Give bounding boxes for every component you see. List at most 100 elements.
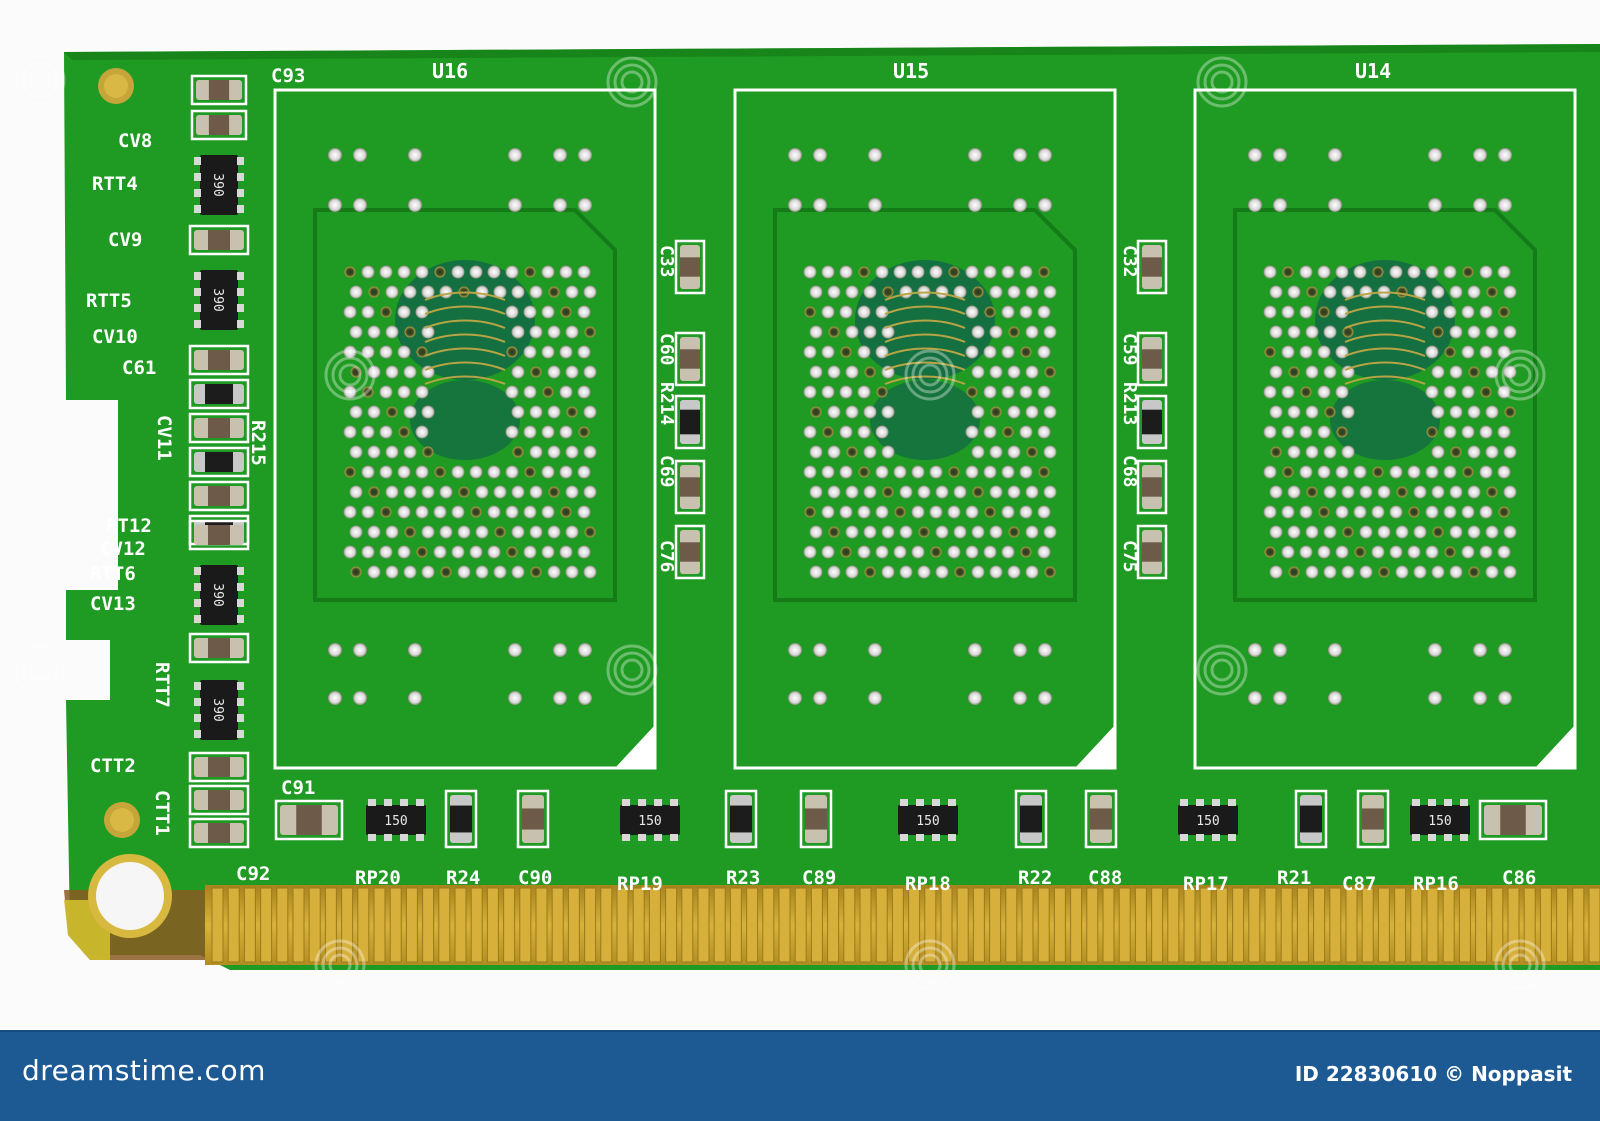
gold-finger — [341, 887, 354, 963]
solder-pad — [917, 565, 931, 579]
pad — [194, 189, 201, 197]
chip-footprint — [1193, 88, 1577, 770]
gold-finger — [422, 887, 435, 963]
via — [1324, 406, 1336, 418]
solder-pad — [1043, 485, 1057, 499]
solder-pad — [1395, 525, 1409, 539]
solder-pad — [1485, 525, 1499, 539]
via — [804, 506, 816, 518]
via — [434, 266, 446, 278]
label-c76: C76 — [656, 540, 677, 573]
solder-pad — [511, 565, 525, 579]
solder-pad — [893, 465, 907, 479]
footer-logo[interactable]: dreamstime.com — [22, 1054, 266, 1087]
solder-pad — [1013, 148, 1027, 162]
solder-pad — [1305, 405, 1319, 419]
solder-pad — [875, 505, 889, 519]
gold-finger — [1539, 887, 1552, 963]
solder-pad — [505, 265, 519, 279]
via — [494, 526, 506, 538]
solder-pad — [487, 465, 501, 479]
solder-pad — [493, 565, 507, 579]
pad — [416, 799, 424, 806]
solder-pad — [989, 485, 1003, 499]
smd-capacitor — [516, 789, 550, 849]
solder-pad — [953, 285, 967, 299]
solder-pad — [1273, 198, 1287, 212]
watermark-swirl — [606, 56, 658, 108]
pad — [194, 599, 201, 607]
watermark-swirl — [904, 939, 956, 991]
gold-finger — [1151, 887, 1164, 963]
solder-pad — [1043, 445, 1057, 459]
smd-resistor — [674, 394, 706, 450]
solder-pad — [1287, 285, 1301, 299]
resistor-pack-marking: 150 — [916, 814, 939, 829]
gold-finger — [1296, 887, 1309, 963]
component-outline — [188, 784, 250, 816]
solder-pad — [1485, 405, 1499, 419]
solder-pad — [1428, 148, 1442, 162]
solder-pad — [1353, 465, 1367, 479]
solder-pad — [983, 465, 997, 479]
trace — [424, 305, 506, 315]
pad — [237, 288, 244, 296]
solder-pad — [553, 643, 567, 657]
component-outline — [516, 789, 550, 849]
solder-pad — [505, 505, 519, 519]
via — [810, 406, 822, 418]
solder-pad — [1323, 445, 1337, 459]
solder-pad — [1503, 325, 1517, 339]
via — [984, 506, 996, 518]
via — [350, 366, 362, 378]
pad — [948, 834, 956, 841]
bga-core — [870, 380, 980, 460]
smd-capacitor — [1136, 331, 1168, 387]
solder-pad — [385, 365, 399, 379]
solder-pad — [809, 365, 823, 379]
via — [846, 446, 858, 458]
solder-pad — [1485, 565, 1499, 579]
solder-pad — [935, 485, 949, 499]
solder-pad — [1248, 198, 1262, 212]
solder-pad — [433, 545, 447, 559]
solder-pad — [1299, 305, 1313, 319]
solder-pad — [403, 405, 417, 419]
solder-pad — [839, 305, 853, 319]
gold-finger — [1394, 887, 1407, 963]
solder-pad — [821, 305, 835, 319]
solder-pad — [1269, 365, 1283, 379]
solder-pad — [565, 285, 579, 299]
solder-pad — [1359, 285, 1373, 299]
resistor-pack: 150 — [1410, 799, 1470, 841]
watermark-swirl — [14, 644, 66, 696]
via — [1432, 326, 1444, 338]
solder-pad — [415, 465, 429, 479]
pad — [368, 834, 376, 841]
label-r24: R24 — [446, 867, 480, 889]
component-outline — [1356, 789, 1390, 849]
solder-pad — [875, 425, 889, 439]
solder-pad — [583, 445, 597, 459]
solder-pad — [397, 545, 411, 559]
watermark-swirl — [1196, 56, 1248, 108]
gold-finger — [697, 887, 710, 963]
solder-pad — [839, 425, 853, 439]
solder-pad — [451, 545, 465, 559]
solder-pad — [547, 325, 561, 339]
via — [1462, 266, 1474, 278]
via — [804, 306, 816, 318]
gold-finger — [405, 887, 418, 963]
smd-capacitor — [1136, 524, 1168, 580]
solder-pad — [379, 545, 393, 559]
solder-pad — [1359, 565, 1373, 579]
solder-pad — [1407, 545, 1421, 559]
label-c88: C88 — [1088, 867, 1122, 889]
gold-finger — [1507, 887, 1520, 963]
solder-pad — [451, 465, 465, 479]
solder-pad — [1043, 285, 1057, 299]
solder-pad — [1431, 565, 1445, 579]
solder-pad — [983, 345, 997, 359]
via — [368, 486, 380, 498]
gold-finger — [503, 887, 516, 963]
